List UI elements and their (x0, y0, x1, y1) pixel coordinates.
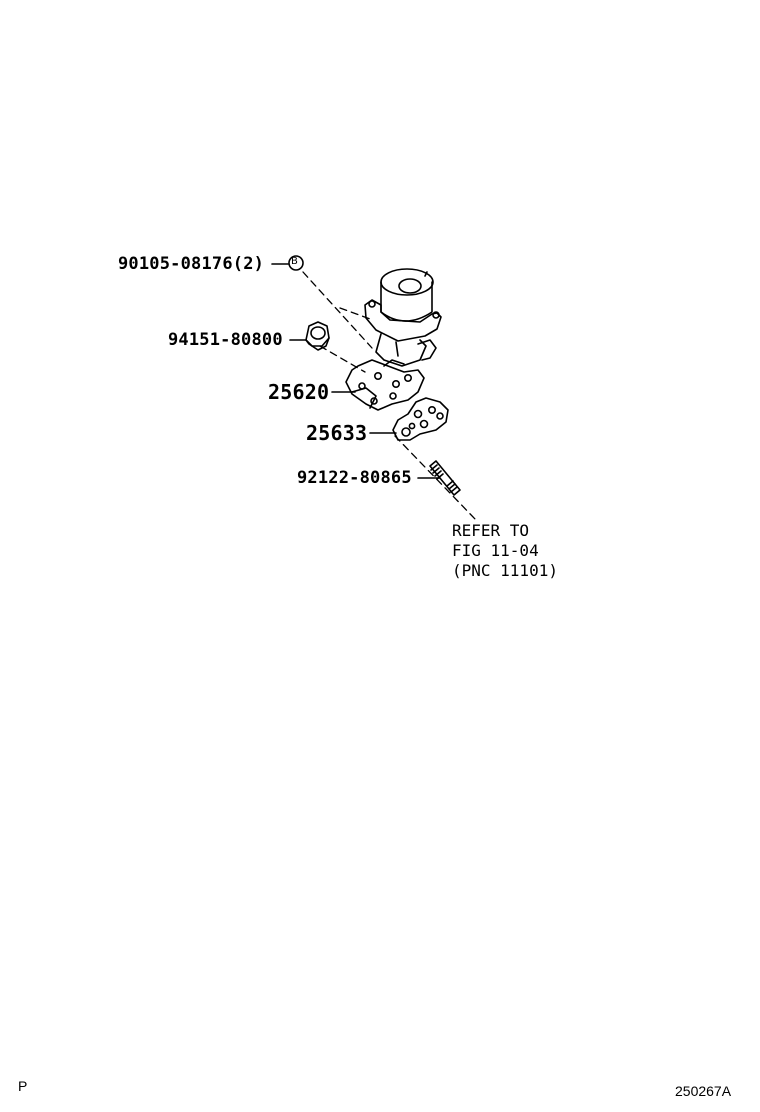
stud-callout[interactable]: 92122-80865 (297, 468, 412, 488)
bolt-part-number[interactable]: 90105-08176 (118, 254, 233, 274)
gasket-callout[interactable]: 25633 (306, 422, 367, 444)
reference-note-line3: (PNC 11101) (452, 561, 558, 580)
stud-part-number[interactable]: 92122-80865 (297, 468, 412, 488)
egr-valve-icon (345, 268, 442, 411)
nut-part-number[interactable]: 94151-80800 (168, 330, 283, 350)
nut-icon (305, 321, 330, 351)
valve-part-number[interactable]: 25620 (268, 380, 330, 404)
reference-note-line2[interactable]: FIG 11-04 (452, 541, 539, 560)
bolt-callout[interactable]: 90105-08176(2) (118, 254, 264, 274)
b-marker-icon (288, 255, 304, 271)
gasket-icon (392, 397, 449, 441)
stud-bolt-icon (429, 460, 461, 496)
reference-note-line1: REFER TO (452, 521, 530, 540)
footer-left-mark: P (18, 1078, 28, 1094)
nut-callout[interactable]: 94151-80800 (168, 330, 283, 350)
illustration-id: 250267A (675, 1083, 732, 1099)
bolt-quantity: (2) (232, 254, 265, 274)
valve-callout[interactable]: 25620 (268, 381, 329, 403)
alignment-lines (302, 271, 477, 521)
leader-lines (271, 263, 441, 479)
gasket-part-number[interactable]: 25633 (306, 421, 368, 445)
reference-note[interactable]: REFER TO FIG 11-04 (PNC 11101) (452, 521, 558, 581)
b-marker-letter: B (291, 256, 298, 267)
